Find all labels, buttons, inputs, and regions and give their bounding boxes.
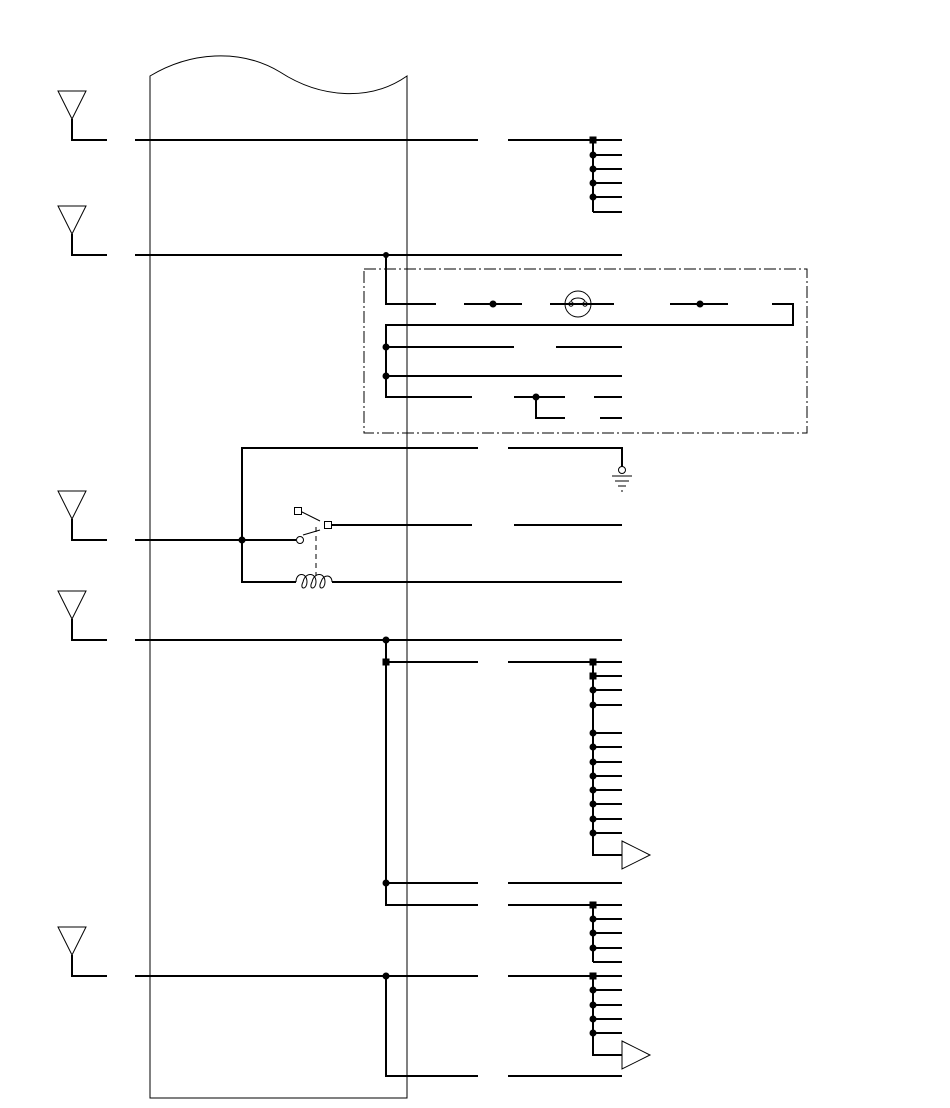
relay-switch-icon xyxy=(294,507,622,576)
ground-triangle-icon xyxy=(57,926,107,977)
chassis-ground-icon xyxy=(612,466,632,492)
ground-triangle-icon xyxy=(57,90,107,141)
triangle-output-icon xyxy=(621,840,652,870)
component-internal-wiring xyxy=(382,255,794,419)
splice-branch-2 xyxy=(589,658,622,856)
ground-triangle-icon xyxy=(57,490,107,541)
ground-triangle-icon xyxy=(57,205,107,256)
inductor-coil-icon xyxy=(295,574,333,589)
component-boundary-icon xyxy=(363,268,808,434)
lamp-bulb-icon xyxy=(564,290,592,318)
splice-branch-3 xyxy=(589,901,622,963)
ground-triangle-icon xyxy=(57,590,107,641)
triangle-output-icon xyxy=(621,1040,652,1070)
connector-block xyxy=(149,55,408,1099)
splice-branch-1 xyxy=(589,136,622,213)
splice-branch-4 xyxy=(589,972,622,1056)
